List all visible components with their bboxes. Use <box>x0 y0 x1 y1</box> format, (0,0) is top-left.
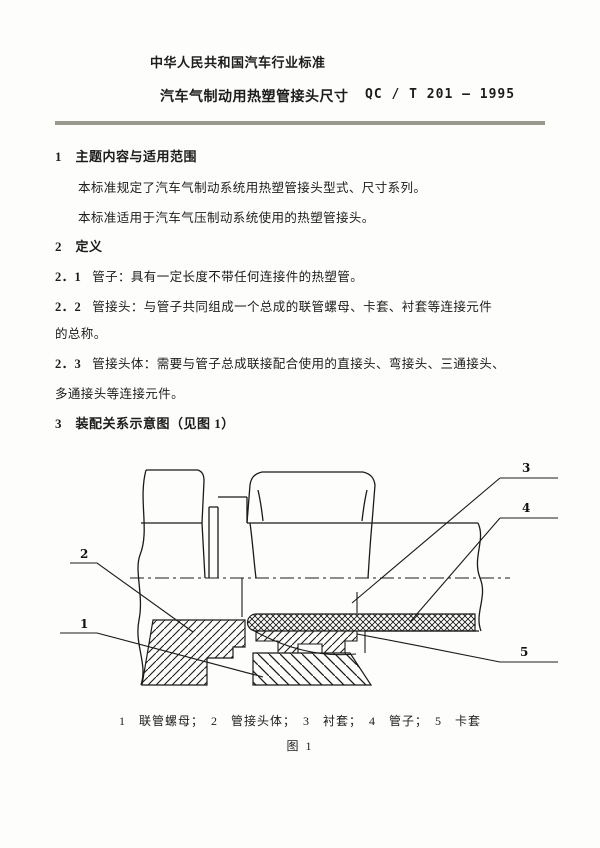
assembly-diagram: 1 2 3 4 5 <box>60 461 558 686</box>
fitting-body-outline <box>137 469 248 686</box>
figure-label: 图 1 <box>286 739 314 753</box>
callout-1: 1 <box>80 617 88 631</box>
definition-2-2-continuation: 的总称。 <box>55 327 107 341</box>
section-1-paragraph-1: 本标准规定了汽车气制动系统用热塑管接头型式、尺寸系列。 <box>78 181 427 195</box>
bore-edges <box>241 578 366 653</box>
definition-2-1-text: 管子：具有一定长度不带任何连接件的热塑管。 <box>92 270 364 284</box>
standard-org-title: 中华人民共和国汽车行业标准 <box>150 55 326 70</box>
section-1-heading: 1 主题内容与适用范围 <box>55 149 198 164</box>
standard-code: QC / T 201 — 1995 <box>365 87 516 102</box>
definition-2-1: 2．1 管子：具有一定长度不带任何连接件的热塑管。 <box>55 266 363 285</box>
definition-2-3-continuation: 多通接头等连接元件。 <box>55 387 185 401</box>
header-divider <box>55 121 545 125</box>
callout-3: 3 <box>522 461 530 475</box>
leader-lines <box>60 477 558 678</box>
definition-2-3-number: 2．3 <box>55 357 82 371</box>
fitting-body-section-hatch <box>141 619 246 686</box>
definition-2-2-number: 2．2 <box>55 300 82 314</box>
callout-4: 4 <box>522 501 530 515</box>
section-2-heading: 2 定义 <box>55 239 103 254</box>
callout-2: 2 <box>80 547 88 561</box>
union-nut-section-hatch <box>252 652 373 686</box>
tube-wall-section-hatch <box>246 613 476 632</box>
definition-2-1-number: 2．1 <box>55 270 82 284</box>
document-title: 汽车气制动用热塑管接头尺寸 <box>160 90 349 105</box>
union-nut-outline <box>246 471 376 579</box>
definition-2-3-text: 管接头体：需要与管子总成联接配合使用的直接头、弯接头、三通接头、 <box>92 357 506 371</box>
callout-5: 5 <box>520 645 528 659</box>
ferrule-section-hatch <box>255 630 358 654</box>
section-1-paragraph-2: 本标准适用于汽车气压制动系统使用的热塑管接头。 <box>78 211 375 225</box>
definition-2-3: 2．3 管接头体：需要与管子总成联接配合使用的直接头、弯接头、三通接头、 <box>55 353 505 372</box>
definition-2-2: 2．2 管接头：与管子共同组成一个总成的联管螺母、卡套、衬套等连接元件 <box>55 296 492 315</box>
section-3-heading: 3 装配关系示意图（见图 1） <box>55 416 235 431</box>
figure-caption: 1 联管螺母； 2 管接头体； 3 衬套； 4 管子； 5 卡套 <box>118 714 481 728</box>
definition-2-2-text: 管接头：与管子共同组成一个总成的联管螺母、卡套、衬套等连接元件 <box>92 300 493 314</box>
